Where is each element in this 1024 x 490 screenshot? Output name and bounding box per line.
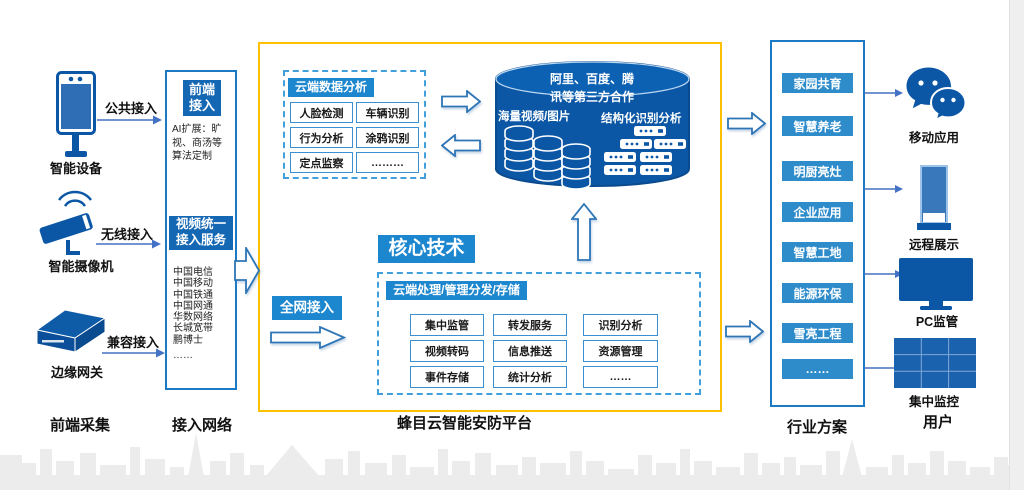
analysis-item-behavior: 行为分析 [290, 127, 353, 148]
section-label-industry-solutions: 行业方案 [786, 419, 847, 436]
cloud-analysis-badge: 云端数据分析 [288, 78, 374, 97]
monitor-icon [899, 258, 973, 310]
camera-icon [39, 190, 93, 255]
provider-list: 中国电信 中国移动 中国铁通 中国网通 华数网络 长城宽带 鹏博士 …… [173, 267, 231, 361]
solution-item-sharp-eyes: 雪亮工程 [782, 323, 853, 343]
processing-item-statistics: 统计分析 [493, 366, 567, 388]
provider-item: 鹏博士 [173, 334, 203, 346]
arrow-label-wireless-access: 无线接入 [100, 227, 153, 242]
thin-arrow-public-access [97, 115, 162, 125]
platform-box [258, 42, 722, 412]
processing-item-more: …… [583, 366, 658, 388]
block-arrow-to-solutions-bottom [725, 320, 764, 343]
block-arrow-analysis-to-db [441, 90, 481, 113]
gateway-icon [35, 309, 107, 353]
processing-item-resource: 资源管理 [583, 340, 658, 362]
video-access-badge: 视频统一接入服务 [169, 216, 233, 250]
thin-arrow-wireless-access [96, 239, 161, 249]
thin-arrow-compatible-access [102, 348, 165, 358]
user-label-central-monitoring: 集中监控 [908, 395, 959, 409]
ai-extension-note: AI扩展：旷视、商汤等算法定制 [172, 124, 222, 162]
provider-item: 中国电信 [173, 267, 213, 278]
provider-item: 华数网络 [173, 312, 213, 324]
section-label-access-network: 接入网络 [171, 417, 232, 434]
analysis-item-graffiti: 涂鸦识别 [356, 127, 419, 148]
city-skyline [0, 433, 1024, 490]
section-label-front-collection: 前端采集 [49, 417, 110, 434]
analysis-item-face: 人脸检测 [290, 102, 353, 123]
provider-item: 中国网通 [173, 300, 213, 312]
processing-item-transcoding: 视频转码 [410, 340, 484, 362]
video-wall-icon [894, 338, 976, 388]
provider-item: 中国铁通 [173, 289, 213, 301]
block-arrow-processing-to-db [571, 203, 597, 261]
cloud-processing-badge: 云端处理/管理分发/存储 [386, 281, 527, 300]
processing-item-push: 信息推送 [493, 340, 567, 362]
full-network-access-badge: 全网接入 [272, 296, 342, 320]
provider-item: 中国移动 [173, 278, 213, 290]
block-arrow-to-solutions-top [727, 112, 766, 135]
cylinder-left-label: 海量视频/图片 [498, 111, 571, 123]
analysis-item-vehicle: 车辆识别 [356, 102, 419, 123]
cylinder-right-label: 结构化识别分析 [601, 113, 682, 125]
cylinder-partners-text: 阿里、百度、腾讯等第三方合作 [549, 72, 634, 104]
device-label-smart-camera: 智能摄像机 [48, 259, 114, 274]
solution-item-home-education: 家园共育 [782, 73, 853, 93]
device-label-edge-gateway: 边缘网关 [50, 365, 103, 380]
user-label-pc-supervision: PC监管 [915, 315, 959, 329]
section-label-platform: 蜂目云智能安防平台 [397, 415, 533, 432]
thin-arrow-to-signage [864, 185, 903, 193]
processing-item-forwarding: 转发服务 [493, 314, 567, 336]
processing-item-event-storage: 事件存储 [410, 366, 484, 388]
thin-arrow-to-mobile [864, 89, 903, 97]
signage-icon [917, 165, 951, 230]
database-stack-icon [504, 125, 591, 190]
solution-item-energy-env: 能源环保 [782, 283, 853, 303]
wechat-icon [906, 67, 967, 122]
page-edge-strip [1009, 0, 1024, 490]
analysis-item-more: ……… [356, 152, 419, 173]
section-label-users: 用户 [922, 414, 953, 431]
provider-item: …… [173, 350, 193, 362]
solution-item-enterprise: 企业应用 [782, 202, 853, 222]
core-tech-badge: 核心技术 [378, 235, 475, 263]
solution-item-elderly-care: 智慧养老 [782, 116, 853, 136]
user-label-remote-display: 远程展示 [908, 238, 959, 252]
kiosk-icon [56, 71, 96, 157]
analysis-item-fixed-point: 定点监察 [290, 152, 353, 173]
server-rack-icon [604, 126, 686, 175]
processing-item-supervision: 集中监管 [410, 314, 484, 336]
arrow-label-public-access: 公共接入 [104, 101, 157, 116]
cloud-analysis-box [283, 70, 426, 179]
arrow-label-compatible-access: 兼容接入 [106, 335, 159, 350]
thin-arrow-to-pc [864, 270, 903, 278]
front-access-badge: 前端接入 [183, 80, 221, 116]
solution-item-smart-site: 智慧工地 [782, 242, 853, 262]
block-arrow-db-to-analysis [441, 134, 481, 157]
provider-item: 长城宽带 [173, 323, 213, 335]
processing-item-recognition: 识别分析 [583, 314, 658, 336]
industry-solutions-box [770, 40, 865, 407]
solution-item-bright-kitchen: 明厨亮灶 [782, 161, 853, 181]
block-arrow-to-platform [234, 247, 260, 294]
user-label-mobile-app: 移动应用 [908, 131, 959, 145]
cloud-processing-box [377, 272, 701, 395]
block-arrow-full-network [270, 326, 346, 349]
solution-item-more: …… [782, 359, 853, 379]
device-label-smart-device: 智能设备 [49, 161, 102, 176]
